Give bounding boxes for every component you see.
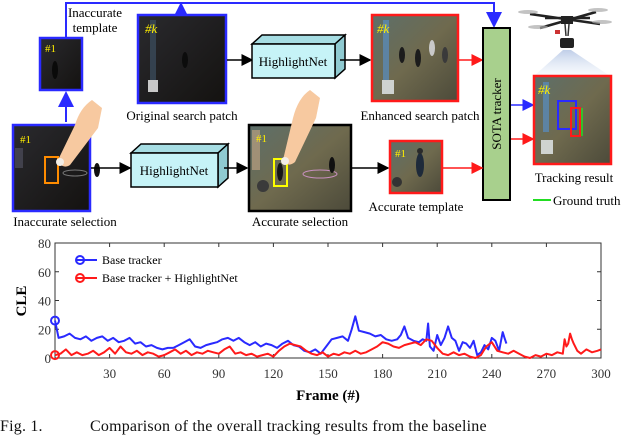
tracking-result-label: Tracking result [535,170,614,185]
y-tick-label: 60 [38,265,51,280]
x-tick-label: 180 [373,366,393,381]
y-tick-label: 0 [45,351,52,366]
legend-label-base: Base tracker [102,253,162,267]
frame-tag: #k [377,21,390,36]
series-layer [50,315,602,361]
y-tick-label: 80 [38,236,51,251]
frame-tag: #1 [20,134,31,146]
highlightnet-bottom-block: HighlightNet [129,142,230,189]
ground-truth-label: Ground truth [553,193,621,208]
yellow-selection-box [273,158,288,187]
x-tick-label: 210 [427,366,447,381]
legend-label-highlightnet: Base tracker + HighlightNet [102,271,238,285]
frame-tag: #1 [395,148,406,160]
accurate-template-label: Accurate template [369,199,464,214]
x-tick-label: 60 [158,366,171,381]
inaccurate-template-patch [38,36,84,92]
y-axis: 0 20 40 60 80 [38,236,601,366]
camera-beam [534,50,610,76]
blue-prediction-box [557,100,577,130]
frame-tag: #1 [45,43,56,55]
frame-tag: #1 [256,133,267,145]
red-prediction-box [570,107,581,137]
x-tick-label: 240 [482,366,502,381]
hand-pointer-icon [281,90,320,165]
figure-caption: Fig. 1. Comparison of the overall trackin… [0,418,640,438]
x-tick-label: 90 [212,366,225,381]
caption-text: Comparison of the overall tracking resul… [90,418,487,435]
inaccurate-template-label-2: template [73,20,118,35]
figure-number: Fig. 1. [0,418,43,435]
enhanced-search-patch-label: Enhanced search patch [360,108,480,123]
y-tick-label: 40 [38,294,51,309]
frame-tag: #k [145,21,158,36]
hand-pointer-icon [56,100,102,167]
pipeline-diagram: Inaccurate template #1 #k Original searc… [11,2,621,229]
frame-tag: #k [538,82,551,97]
highlightnet-bottom-label: HighlightNet [140,163,209,178]
series-base-tracker [54,315,508,357]
sota-tracker-label: SOTA tracker [489,78,504,150]
start-marker [50,315,60,326]
original-search-patch-label: Original search patch [126,108,238,123]
inaccurate-selection-label: Inaccurate selection [13,214,117,229]
y-tick-label: 20 [38,322,51,337]
plot-area [54,242,602,359]
series-base-tracker-highlightnet [54,332,602,359]
highlightnet-top-label: HighlightNet [259,54,328,69]
x-tick-label: 120 [264,366,284,381]
x-tick-label: 300 [591,366,611,381]
legend-marker-red [75,273,85,283]
blue-feedback-line [65,2,502,38]
x-axis-label: Frame (#) [296,388,360,404]
x-tick-label: 30 [103,366,116,381]
orange-selection-box [44,156,59,184]
highlightnet-top-block: HighlightNet [250,33,347,80]
x-tick-label: 150 [318,366,338,381]
start-marker [50,350,60,361]
drone-icon [518,8,612,48]
x-axis: 30 60 90 120 150 180 210 240 270 300 [103,243,611,381]
inaccurate-template-label: Inaccurate [68,5,122,20]
legend-marker-blue [75,255,85,265]
accurate-selection-label: Accurate selection [252,214,349,229]
x-tick-label: 270 [537,366,557,381]
cle-chart: 0 20 40 60 80 30 60 90 120 150 180 210 240 270 300 CL… [14,236,611,404]
sota-tracker-block [482,27,511,201]
legend: Base tracker Base tracker + HighlightNet [75,253,238,285]
y-axis-label: CLE [14,286,30,317]
